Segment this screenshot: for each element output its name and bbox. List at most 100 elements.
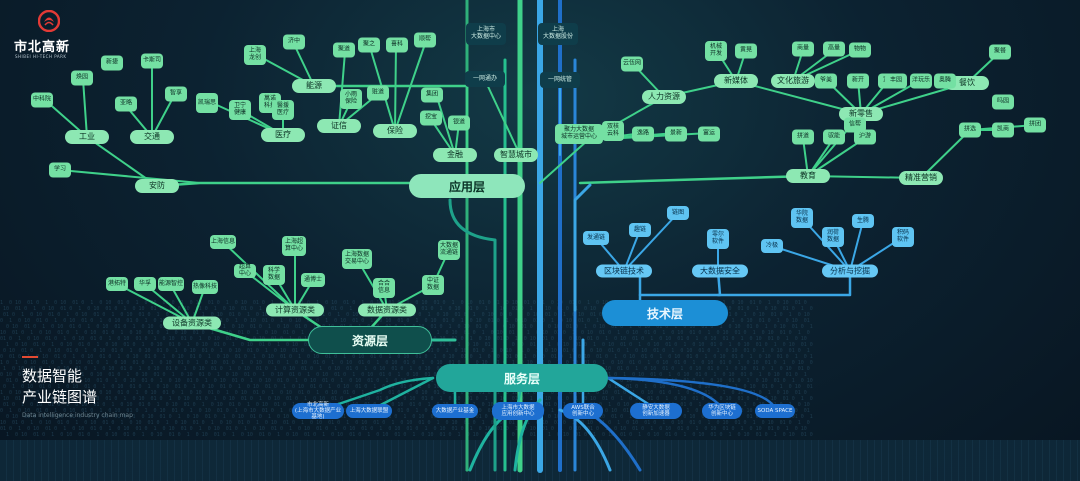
tech-node-5: 冷极 [761,239,783,253]
app-node-43: 奥腾 [934,73,956,89]
service-node-0: 市北高新 (上海市大数据产业基地) [292,402,344,420]
service-node-1: 上海大数据联盟 [346,404,392,418]
app-category-9: 人力资源 [642,90,686,104]
app-category-1: 交通 [130,130,174,144]
app-node-12: 聚道 [333,42,355,58]
branch-line [435,93,456,156]
service-node-4: AWS联合 创新中心 [563,403,603,419]
service-node-6: 华为区块链 创新中心 [702,403,742,419]
app-node-13: 聚之 [358,37,380,53]
app-node-51: 吗园 [992,94,1014,110]
resource-node-4: 上海信息 [210,235,236,249]
app-node-27: 上海市 大数据中心 [466,23,506,45]
app-node-14: 喜科 [386,37,408,53]
branch-line [448,198,497,472]
branch-line [573,183,592,312]
app-node-9: 上海 龙创 [244,45,266,65]
map-subtitle: Data intelligence industry chain map [22,412,133,419]
service-node-7: SODA SPACE [755,404,795,418]
resource-node-10: 合合 信息 [373,278,395,298]
app-node-48: 学习 [49,162,71,178]
resource-node-11: 中证 数据 [422,275,444,295]
app-category-8: 智慧城市 [494,148,538,162]
app-node-18: 集团 [421,87,443,103]
app-category-15: 精准营销 [899,171,943,185]
app-category-2: 工业 [65,130,109,144]
app-node-3: 卡斯司 [141,53,163,69]
branch-line [222,241,296,311]
app-category-11: 文化旅游 [771,74,815,88]
tech-node-7: 生腾 [852,214,874,228]
app-node-23: 商量 [792,41,814,57]
app-node-1: 焕园 [71,70,93,86]
app-node-40: 新开 [847,73,869,89]
branch-line [623,212,679,272]
branch-line [920,129,971,179]
tech-category-2: 分析与挖掘 [822,264,878,278]
resource-node-6: 科学 数据 [263,265,285,285]
app-node-10: 济中 [283,34,305,50]
app-node-4: 亚略 [115,96,137,112]
app-node-37: 沪游 [854,129,876,145]
app-node-28: 上海 大数据股份 [538,23,578,45]
layer-resource: 资源层 [308,326,432,354]
branch-line [578,174,810,185]
tech-node-1: 趣链 [629,223,651,237]
layer-service: 服务层 [436,364,608,392]
app-node-11: 醫援 医疗 [272,100,294,120]
app-node-33: 富运 [698,126,720,142]
app-node-38: 物物 [849,42,871,58]
app-node-5: 智享 [165,86,187,102]
tech-node-3: 零尔 软件 [707,229,729,249]
layer-app: 应用层 [409,174,525,198]
app-node-20: 银道 [448,115,470,131]
branch-line [558,408,612,472]
branch-line [716,269,852,297]
service-node-2: 大数据产业基金 [432,404,478,418]
app-node-21: 机械 开发 [705,41,727,61]
app-node-45: 凯商 [992,122,1014,138]
branch-line [82,78,88,138]
app-node-31: 逸路 [632,126,654,142]
map-title: 数据智能 产业链图谱 [22,367,98,406]
layer-tech: 技术层 [602,300,728,326]
app-node-47: 拼选 [959,122,981,138]
app-node-34: 云伍网 [621,56,643,72]
app-node-49: 丰园 [885,73,907,89]
resource-node-5: 超算 中心 [234,263,256,278]
resource-category-2: 数据资源类 [358,303,416,317]
app-category-10: 新媒体 [714,74,758,88]
service-node-5: 静安大数据 创新加速器 [630,403,682,419]
app-node-36: 驭能 [823,129,845,145]
tech-node-4: 华院 数据 [791,208,813,228]
app-node-16: 小雨 保险 [340,89,362,109]
app-category-7: 安防 [135,179,179,193]
branch-line [394,43,426,132]
app-node-24: 一网通办 [465,71,505,87]
branch-line [59,169,201,184]
tech-node-8: 积码 软件 [892,227,914,247]
resource-node-2: 能源智控 [158,277,184,291]
app-node-19: 挖宝 [420,110,442,126]
branch-line [394,43,397,132]
branch-line [539,139,589,184]
service-node-3: 上海市大数据 应用创新中心 [492,402,544,420]
app-node-30: 双核 云科 [602,121,624,141]
resource-node-12: 大数据 流通链 [438,240,460,260]
tech-node-0: 发通链 [583,231,609,245]
logo-english-name: SHIBEI HI-TECH PARK [15,54,67,59]
resource-node-8: 上海超 算中心 [282,236,306,256]
app-node-29: 聚力大数据 城市运营中心 [555,124,603,144]
app-node-15: 顺帮 [414,32,436,48]
logo-chinese-name: 市北高新 [14,40,71,55]
app-node-46: 拼团 [1024,117,1046,133]
tech-category-0: 区块链技术 [596,264,652,278]
app-node-2: 新捷 [101,55,123,71]
resource-node-1: 华孚 [134,277,156,291]
tech-node-2: 链图 [667,206,689,220]
resource-category-0: 设备资源类 [163,316,221,330]
app-node-26: 高量 [823,41,845,57]
app-node-39: 爷美 [815,73,837,89]
branch-line [316,376,435,413]
app-category-6: 金融 [433,148,477,162]
